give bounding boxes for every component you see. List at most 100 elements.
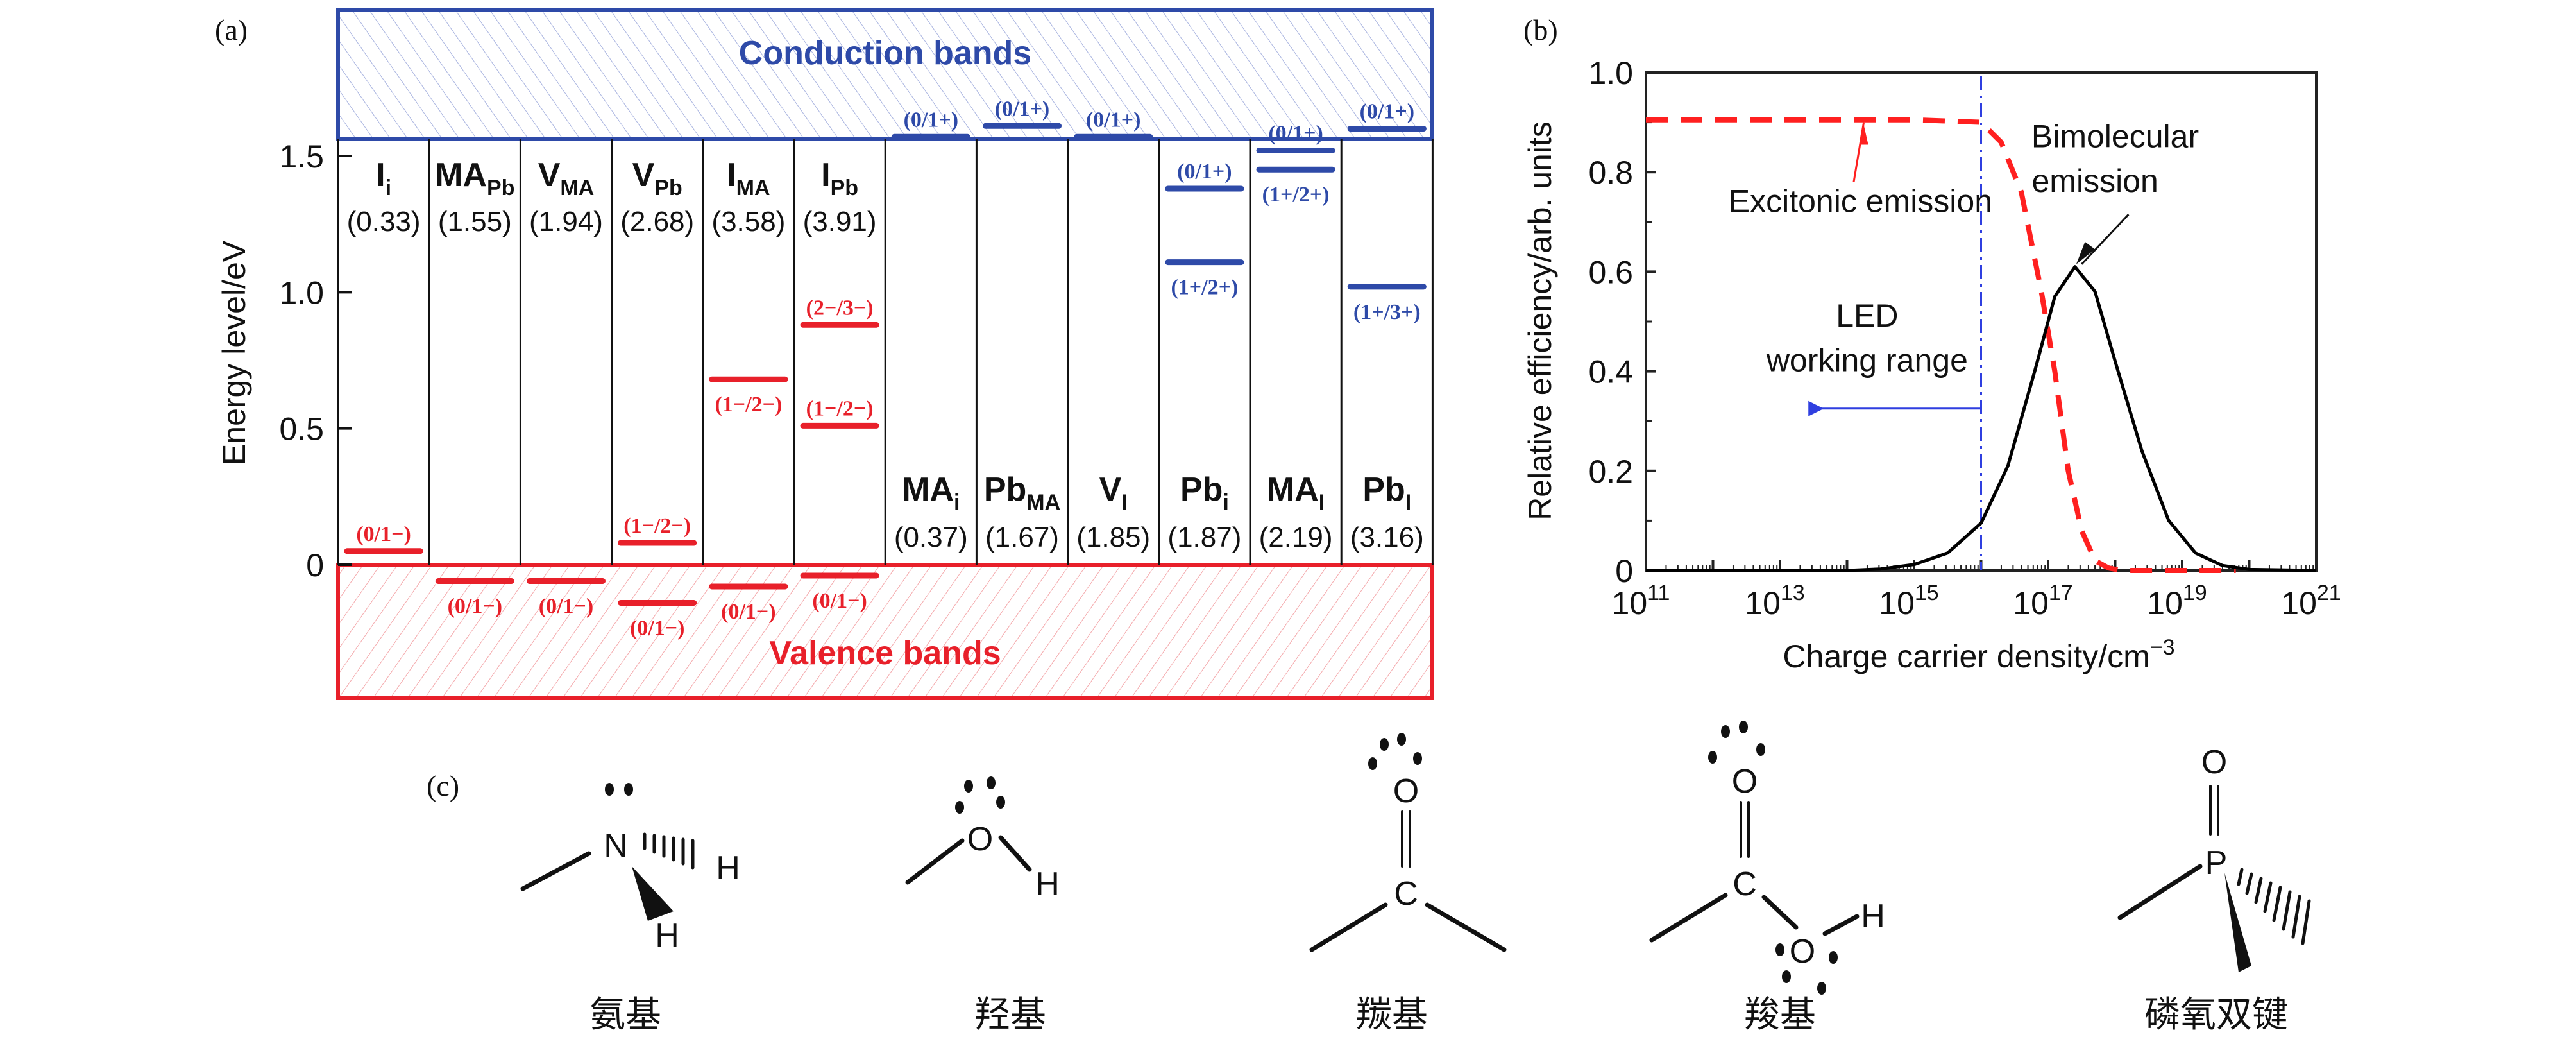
formation-energy: (1.67) bbox=[985, 522, 1059, 553]
charge-transition-label: (0/1+) bbox=[1268, 122, 1323, 146]
defect-symbol: MA bbox=[902, 471, 954, 508]
defect-column-pb-i: PbI(3.16)(0/1+)(1+/3+) bbox=[1340, 100, 1427, 565]
defect-symbol: V bbox=[632, 157, 655, 194]
formation-energy: (1.85) bbox=[1076, 522, 1150, 553]
defect-column-ma-i: MAI(2.19)(0/1+)(1+/2+) bbox=[1249, 122, 1335, 565]
charge-transition-label: (1−/2−) bbox=[806, 397, 874, 420]
y-tick-label: 0.8 bbox=[1588, 155, 1633, 191]
defect-name: MAi bbox=[902, 471, 960, 515]
x-tick-base: 10 bbox=[1745, 585, 1781, 621]
defect-symbol: Pb bbox=[1180, 471, 1223, 508]
defect-symbol: V bbox=[1099, 471, 1122, 508]
charge-transition-label: (0/1−) bbox=[630, 616, 684, 640]
defect-column-ma-pb: MAPb(1.55)(0/1−) bbox=[428, 139, 514, 618]
formation-energy: (1.94) bbox=[529, 206, 603, 237]
x-tick-exponent: 21 bbox=[2317, 581, 2341, 605]
x-tick-exponent: 19 bbox=[2183, 581, 2207, 605]
charge-transition-label: (0/1+) bbox=[1086, 108, 1140, 132]
x-axis-label: Charge carrier density/cm−3 bbox=[1783, 635, 2174, 674]
panel-label-c: (c) bbox=[427, 769, 459, 802]
defect-subscript: MA bbox=[1026, 490, 1060, 515]
defect-subscript: MA bbox=[560, 176, 594, 200]
defect-name: IMA bbox=[727, 157, 770, 200]
defect-symbol: I bbox=[727, 157, 736, 194]
x-axis-label-text: Charge carrier density/cm bbox=[1783, 639, 2149, 674]
y-axis-label: Relative efficiency/arb. units bbox=[1522, 121, 1558, 520]
x-tick-exponent: 13 bbox=[1781, 581, 1805, 605]
y-tick-label: 0.5 bbox=[279, 411, 324, 447]
group-label-carbonyl: 羰基 bbox=[1356, 994, 1428, 1036]
defect-subscript: I bbox=[1319, 490, 1325, 515]
annotation-text: Excitonic emission bbox=[1729, 183, 1992, 219]
y-tick-label: 1.0 bbox=[1588, 55, 1633, 91]
atom-o: O bbox=[1393, 773, 1419, 810]
charge-transition-label: (1+/2+) bbox=[1171, 276, 1238, 300]
defect-symbol: MA bbox=[435, 157, 487, 194]
charge-transition-label: (0/1+) bbox=[904, 108, 958, 132]
group-label-amino: 氨基 bbox=[589, 994, 661, 1036]
atom-o-double: O bbox=[1732, 763, 1758, 800]
phosphoryl-group-structure: O P bbox=[2117, 744, 2311, 972]
defect-name: VMA bbox=[538, 157, 595, 200]
amino-group-structure: N H H bbox=[520, 783, 740, 954]
defect-name: PbMA bbox=[984, 471, 1060, 515]
x-axis-label-sup: −3 bbox=[2150, 635, 2175, 660]
charge-transition-label: (0/1−) bbox=[721, 600, 775, 624]
defect-column-i-pb: IPb(3.91)(2−/3−)(1−/2−)(0/1−) bbox=[793, 139, 879, 613]
bimolecular-pointer bbox=[2081, 214, 2130, 265]
x-tick-label: 1021 bbox=[2281, 581, 2341, 621]
formation-energy: (2.19) bbox=[1259, 522, 1333, 553]
charge-transition-label: (0/1+) bbox=[1360, 100, 1414, 124]
atom-o: O bbox=[967, 821, 993, 858]
x-tick-label: 1015 bbox=[1879, 581, 1938, 621]
charge-transition-label: (1+/2+) bbox=[1262, 183, 1330, 207]
x-tick-exponent: 11 bbox=[1647, 581, 1670, 605]
y-tick-label: 0.4 bbox=[1588, 354, 1633, 390]
formation-energy: (2.68) bbox=[620, 206, 694, 237]
defect-symbol: Pb bbox=[1362, 471, 1405, 508]
carboxyl-group-structure: O C O H bbox=[1649, 721, 1885, 995]
carbonyl-group-structure: O C bbox=[1309, 733, 1507, 952]
conduction-band-label: Conduction bands bbox=[739, 35, 1031, 72]
group-label-phosphoryl: 磷氧双键 bbox=[2144, 994, 2288, 1036]
x-tick-exponent: 17 bbox=[2049, 581, 2073, 605]
panel-a-defect-levels: Conduction bands Valence bands Energy le… bbox=[216, 8, 1434, 700]
defect-column-i-i: Ii(0.33)(0/1−) bbox=[344, 157, 423, 554]
charge-transition-label: (1−/2−) bbox=[715, 393, 782, 416]
defect-column-pb-i: Pbi(1.87)(0/1+)(1+/2+) bbox=[1158, 139, 1244, 565]
defect-symbol: V bbox=[538, 157, 561, 194]
x-tick-label: 1019 bbox=[2147, 581, 2207, 621]
annotation-text: working range bbox=[1766, 343, 1968, 379]
panel-label-a: (a) bbox=[215, 13, 248, 46]
annotations: Excitonic emissionBimolecularemissionLED… bbox=[1729, 118, 2199, 378]
annotation-text: Bimolecular bbox=[2031, 118, 2199, 154]
defect-name: Ii bbox=[376, 157, 391, 200]
hydroxyl-group-structure: O H bbox=[905, 776, 1060, 903]
y-tick-label: 0 bbox=[1615, 553, 1633, 589]
defect-subscript: Pb bbox=[487, 176, 514, 200]
atom-o: O bbox=[2201, 744, 2227, 781]
annotation-text: LED bbox=[1836, 298, 1898, 334]
x-tick-label: 1013 bbox=[1745, 581, 1804, 621]
formation-energy: (3.16) bbox=[1350, 522, 1424, 553]
wedge-bond bbox=[632, 866, 674, 921]
defect-symbol: I bbox=[376, 157, 385, 194]
y-tick-label: 0.2 bbox=[1588, 454, 1633, 490]
atom-h: H bbox=[1035, 866, 1060, 903]
charge-transition-label: (1−/2−) bbox=[623, 514, 691, 538]
y-tick-label: 1.5 bbox=[279, 139, 324, 175]
charge-transition-label: (1+/3+) bbox=[1353, 300, 1421, 324]
defect-name: Pbi bbox=[1180, 471, 1229, 515]
x-tick-base: 10 bbox=[1879, 585, 1915, 621]
y-tick-label: 1.0 bbox=[279, 275, 324, 311]
defect-subscript: i bbox=[954, 490, 960, 515]
defect-symbol: I bbox=[821, 157, 830, 194]
atom-c: C bbox=[1733, 866, 1757, 903]
x-tick-label: 1017 bbox=[2013, 581, 2072, 621]
atom-h1: H bbox=[716, 850, 740, 887]
hashed-bond bbox=[2237, 868, 2311, 945]
defect-subscript: Pb bbox=[831, 176, 858, 200]
panel-label-b: (b) bbox=[1523, 13, 1558, 46]
